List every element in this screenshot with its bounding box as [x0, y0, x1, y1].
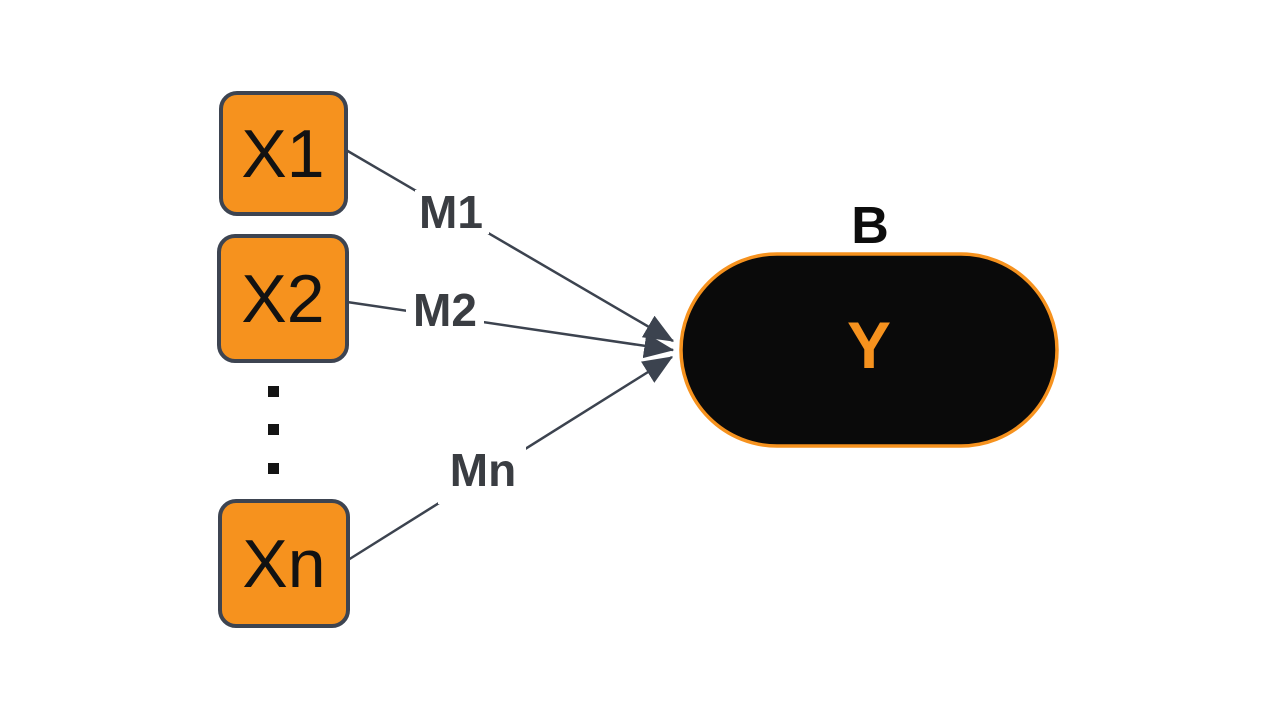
ellipsis-dot-icon [268, 386, 279, 397]
ellipsis-dot-icon [268, 463, 279, 474]
node-x2-label: X2 [241, 261, 324, 337]
node-y-pill [679, 252, 1059, 448]
ellipsis-dot-icon [268, 424, 279, 435]
node-xn-label: Xn [242, 526, 325, 602]
edge-label-halo-m2 [406, 286, 484, 332]
annotation-b-label: B [851, 197, 889, 255]
node-x2-box [217, 234, 349, 363]
edge-label-m1: M1 [419, 186, 483, 238]
node-y-label: Y [847, 308, 891, 382]
edge-label-mn: Mn [450, 444, 516, 496]
edge-x1-to-y [345, 148, 675, 343]
edge-label-halo-m1 [415, 190, 489, 234]
node-x1-box [219, 91, 348, 216]
node-xn-box [218, 499, 350, 628]
edge-label-halo-mn [438, 442, 526, 504]
edge-label-m2: M2 [413, 284, 477, 336]
edge-x2-to-y [346, 300, 675, 359]
node-x1-label: X1 [241, 116, 324, 192]
